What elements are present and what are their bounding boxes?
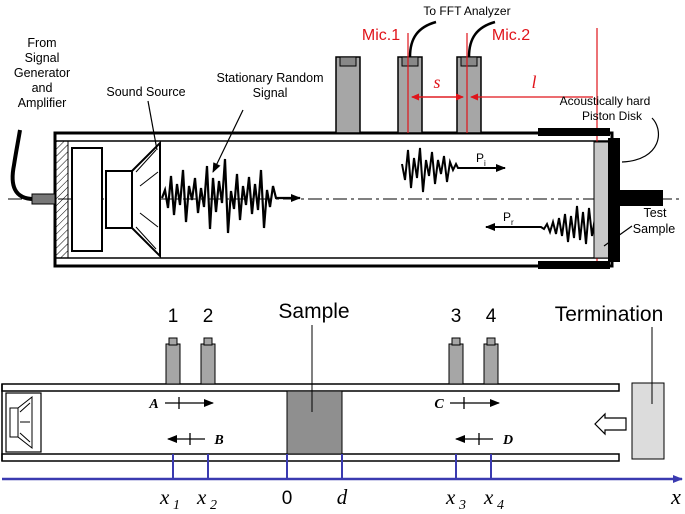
fft-analyzer-label: To FFT Analyzer — [423, 4, 510, 18]
wave-C: C — [434, 397, 500, 412]
wave-c-label: C — [434, 397, 444, 412]
cable-plug — [31, 193, 56, 205]
piston-disk — [608, 138, 620, 262]
mic1-cable — [408, 20, 437, 58]
sound-source-label: Sound Source — [106, 85, 185, 99]
lower-tube-top-wall — [1, 383, 620, 392]
sound-source-leader — [147, 100, 158, 151]
signal-cable — [10, 129, 35, 201]
x3-subscript: 3 — [458, 498, 466, 513]
pi-label: P i — [476, 151, 486, 168]
stationary-random-signal — [160, 158, 301, 234]
tube-end-bottom — [538, 261, 610, 269]
stationary-label-line-1: Stationary Random — [216, 71, 323, 85]
test-sample-label-line-2: Sample — [633, 222, 675, 236]
mic-number-4: 4 — [486, 306, 497, 327]
x-axis-end-label: x — [670, 484, 681, 509]
x1-letter: x — [159, 485, 170, 509]
mic2-cable — [467, 20, 496, 58]
microphone-2 — [456, 56, 482, 134]
x2-axis-label: x 2 — [196, 485, 217, 513]
l-label: l — [531, 72, 536, 92]
wave-B: B — [167, 433, 224, 448]
from-line-2: Signal — [25, 51, 60, 65]
test-sample-leader — [603, 225, 633, 247]
termination-block — [631, 382, 665, 460]
mic-number-3: 3 — [451, 306, 462, 327]
from-generator-label: From Signal Generator and Amplifier — [14, 36, 70, 110]
piston-label-line-2: Piston Disk — [582, 109, 643, 123]
stationary-signal-leader — [212, 109, 244, 173]
from-line-4: and — [32, 81, 53, 95]
lower-mic-3 — [448, 337, 464, 385]
pr-letter: P — [503, 210, 511, 224]
x1-axis-label: x 1 — [159, 485, 180, 513]
mic-number-2: 2 — [203, 306, 214, 327]
incident-wave — [401, 147, 506, 193]
zero-axis-label: 0 — [282, 488, 293, 509]
x3-axis-label: x 3 — [445, 485, 466, 513]
from-line-1: From — [27, 36, 56, 50]
lower-sample-block — [286, 390, 343, 455]
termination-label: Termination — [555, 303, 664, 326]
x4-letter: x — [483, 485, 494, 509]
termination-arrow-icon — [594, 412, 627, 436]
tube-end-top — [538, 128, 610, 136]
test-sample-label-line-1: Test — [644, 206, 667, 220]
lower-mic-1 — [165, 337, 181, 385]
lower-speaker-icon — [5, 392, 42, 453]
lower-mic-4 — [483, 337, 499, 385]
x2-subscript: 2 — [210, 498, 217, 513]
wave-d-label: D — [502, 433, 513, 448]
wave-a-label: A — [148, 397, 158, 412]
pr-subscript: r — [511, 218, 514, 227]
from-line-5: Amplifier — [18, 96, 67, 110]
microphone-1 — [397, 56, 423, 134]
piston-label-line-1: Acoustically hard — [560, 94, 651, 108]
x1-subscript: 1 — [173, 498, 180, 513]
sample-label: Sample — [278, 300, 349, 323]
mic1-label: Mic.1 — [362, 27, 400, 44]
pr-label: P r — [503, 210, 514, 227]
d-axis-label: d — [337, 485, 348, 509]
x3-letter: x — [445, 485, 456, 509]
mic2-label: Mic.2 — [492, 27, 530, 44]
pi-subscript: i — [484, 159, 486, 168]
x4-axis-label: x 4 — [483, 485, 504, 513]
s-label: s — [433, 72, 440, 92]
pi-letter: P — [476, 151, 484, 165]
x4-subscript: 4 — [497, 498, 504, 513]
reflected-wave — [485, 205, 596, 245]
microphone-top-left — [335, 56, 361, 134]
wave-A: A — [148, 397, 214, 412]
wave-b-label: B — [213, 433, 223, 448]
stationary-label-line-2: Signal — [253, 86, 288, 100]
piston-leader — [621, 117, 659, 163]
lower-tube-bottom-wall — [1, 453, 620, 462]
mic-number-1: 1 — [168, 306, 179, 327]
piston-rod — [620, 190, 663, 206]
lower-mic-2 — [200, 337, 216, 385]
end-cap — [55, 140, 69, 259]
top-diagram: From Signal Generator and Amplifier Soun… — [8, 4, 680, 269]
bottom-diagram: 1 2 3 4 Sample Termination A B C — [1, 300, 683, 513]
x2-letter: x — [196, 485, 207, 509]
loudspeaker — [71, 140, 161, 259]
wave-D: D — [455, 433, 513, 448]
from-line-3: Generator — [14, 66, 70, 80]
